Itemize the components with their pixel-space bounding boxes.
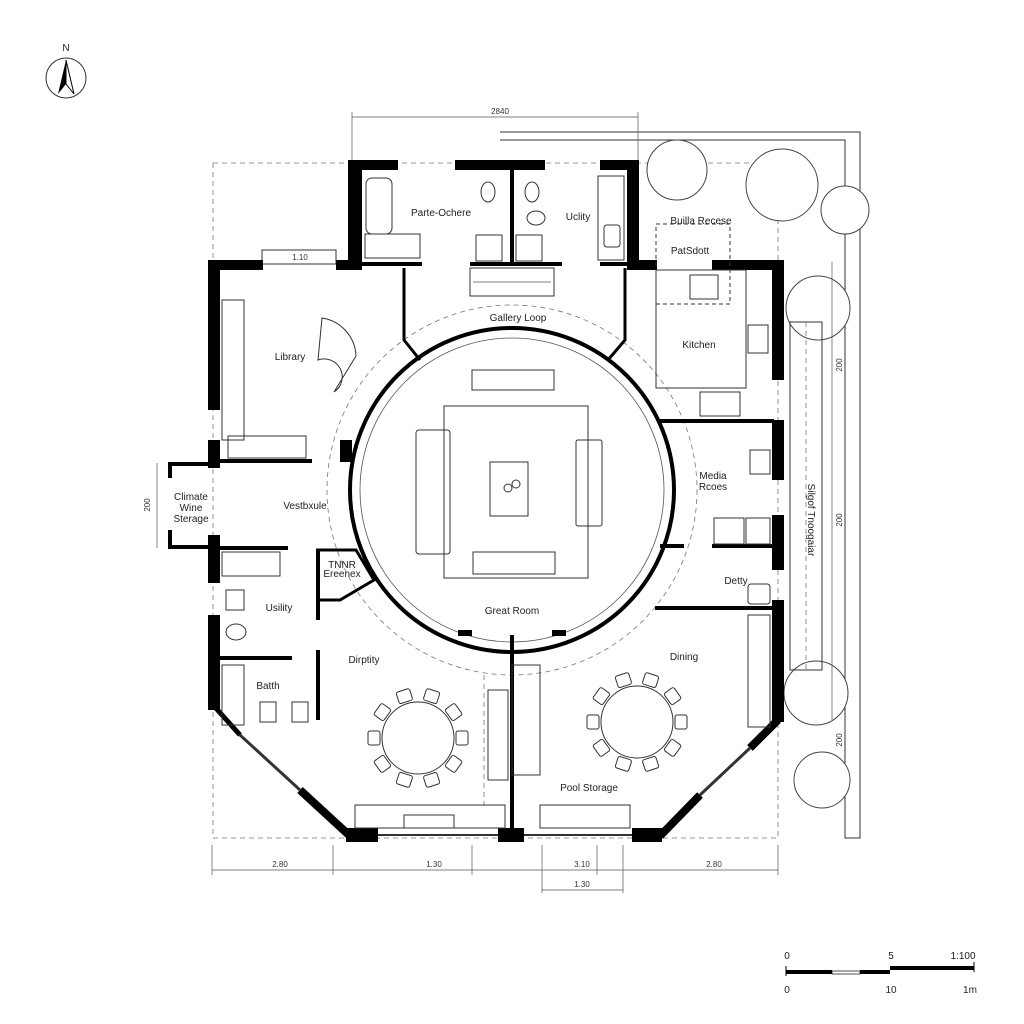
north-arrow-icon: N — [45, 43, 87, 99]
chair-icon — [367, 730, 381, 746]
scale-top-0: 0 — [784, 951, 790, 962]
room-media-line-1: Media — [699, 471, 727, 482]
chair-icon — [663, 687, 682, 706]
scale-ratio: 1:100 — [950, 951, 975, 962]
dim-right-3: 200 — [835, 733, 844, 747]
chair-icon — [455, 730, 469, 746]
room-build-recess-sub: PatSdott — [671, 246, 710, 257]
chair-icon — [642, 755, 660, 772]
chair-icon — [674, 714, 688, 730]
room-kitchen: Kitchen — [682, 340, 715, 351]
dimension-lines: 2840 1.10 200 200 200 200 2.80 1.30 3.10… — [143, 107, 844, 893]
room-detty: Detty — [724, 576, 747, 587]
chair-icon — [586, 714, 600, 730]
scale-bottom-10: 10 — [885, 985, 897, 996]
chair-icon — [423, 771, 441, 788]
chair-icon — [444, 754, 463, 773]
room-vestibule: Vestbxule — [283, 501, 327, 512]
chair-icon — [395, 688, 413, 705]
chair-icon — [373, 754, 392, 773]
dim-bottom-3: 3.10 — [574, 860, 590, 869]
dining-table-right — [586, 672, 688, 772]
room-media-line-2: Rcoes — [699, 482, 727, 493]
scale-top-5: 5 — [888, 951, 894, 962]
dim-bottom-2: 1.30 — [426, 860, 442, 869]
room-dirptity: Dirptity — [348, 655, 379, 666]
dining-table-left — [367, 688, 469, 788]
room-wine-line-1: Climate — [174, 492, 208, 503]
dim-bottom-sub: 1.30 — [574, 880, 590, 889]
room-labels: Parte-Ochere Uclity Builla Recese PatSdo… — [173, 208, 747, 794]
scale-bottom-0: 0 — [784, 985, 790, 996]
room-wine-line-3: Sterage — [173, 514, 208, 525]
chair-icon — [592, 687, 611, 706]
room-closet-line-2: Ereenex — [323, 569, 360, 580]
dim-bottom-1: 2.80 — [272, 860, 288, 869]
room-library: Library — [275, 352, 306, 363]
table-top — [381, 701, 455, 775]
room-closet-line-1: TNNR — [328, 560, 356, 571]
dim-left: 200 — [143, 498, 152, 512]
dim-bottom-4: 2.80 — [706, 860, 722, 869]
room-utility-left: Usility — [266, 603, 293, 614]
room-wine-line-2: Wine — [180, 503, 203, 514]
room-build-recess: Builla Recese — [670, 216, 732, 227]
chair-icon — [614, 755, 632, 772]
dim-top: 2840 — [491, 107, 509, 116]
exterior-walls — [168, 160, 784, 842]
chair-icon — [663, 738, 682, 757]
great-room-rotunda — [326, 304, 698, 676]
dim-library-window: 1.10 — [292, 253, 308, 262]
north-label: N — [62, 43, 69, 54]
table-top — [600, 685, 674, 759]
room-bath: Batth — [256, 681, 279, 692]
fixtures — [221, 175, 771, 829]
chair-icon — [423, 688, 441, 705]
room-great-room: Great Room — [485, 606, 539, 617]
chair-icon — [373, 703, 392, 722]
dim-right-1: 200 — [835, 358, 844, 372]
scale-bar: 0 5 1:100 0 10 1m — [784, 951, 977, 996]
chair-icon — [642, 672, 660, 689]
side-path-label: Silgof Tnoogaiar — [805, 484, 816, 557]
room-gallery-loop: Gallery Loop — [490, 313, 547, 324]
room-pool-storage: Pool Storage — [560, 783, 618, 794]
room-utility-top: Uclity — [566, 212, 590, 223]
chair-icon — [444, 703, 463, 722]
scale-bottom-1m: 1m — [963, 985, 977, 996]
room-porte-cochere: Parte-Ochere — [411, 208, 471, 219]
chair-icon — [592, 738, 611, 757]
chair-icon — [614, 672, 632, 689]
room-dining: Dining — [670, 652, 698, 663]
chair-icon — [395, 771, 413, 788]
side-path: Silgof Tnoogaiar — [789, 321, 823, 671]
dim-right-2: 200 — [835, 513, 844, 527]
